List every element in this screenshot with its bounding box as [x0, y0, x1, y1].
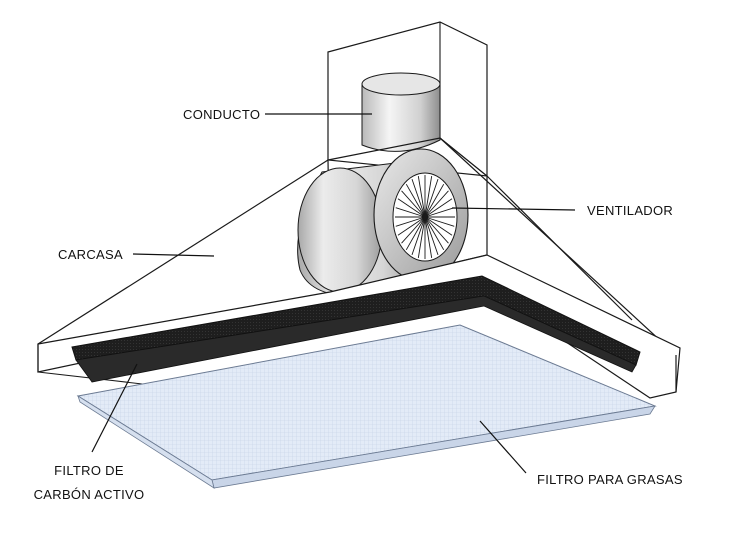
- leader-grease-filter: [479, 420, 527, 474]
- fan-blade: [424, 216, 445, 251]
- fan-blade: [397, 216, 426, 236]
- grease-filter: [76, 324, 657, 489]
- leader-housing: [132, 253, 215, 257]
- fan-blade: [397, 198, 426, 218]
- fan-blade: [424, 216, 433, 259]
- fan-blade: [411, 179, 426, 218]
- fan-blades: [395, 175, 455, 259]
- fan-blade: [405, 216, 426, 251]
- fan-blade: [424, 198, 453, 218]
- leader-lines: [91, 113, 576, 474]
- fan-blade: [424, 207, 455, 218]
- fan-blade: [405, 183, 426, 218]
- fan-blade: [417, 175, 426, 218]
- fan-blade: [401, 190, 426, 218]
- label-fan: VENTILADOR: [587, 203, 674, 218]
- fan-blade: [424, 216, 439, 255]
- fan-blade: [424, 216, 449, 244]
- fan-blade: [424, 179, 439, 218]
- fan-blade: [424, 183, 445, 218]
- label-carbon-filter-line1: FILTRO DE: [54, 463, 124, 478]
- label-carbon-filter-line2: CARBÓN ACTIVO: [33, 487, 145, 502]
- label-grease-filter: FILTRO PARA GRASAS: [537, 472, 683, 487]
- label-housing: CARCASA: [58, 247, 123, 262]
- fan-blade: [424, 175, 433, 218]
- fan-blade: [411, 216, 426, 255]
- fan-blade: [424, 190, 449, 218]
- fan-blade: [424, 216, 455, 227]
- leader-fan: [451, 207, 576, 211]
- leader-carbon-filter: [91, 363, 138, 453]
- fan-blade: [395, 216, 426, 227]
- fan: [297, 148, 469, 297]
- fan-blade: [417, 216, 426, 259]
- label-duct: CONDUCTO: [183, 107, 261, 122]
- fan-blade: [424, 216, 453, 236]
- fan-blade: [401, 216, 426, 244]
- fan-blade: [395, 207, 426, 218]
- duct-cylinder: [361, 72, 441, 152]
